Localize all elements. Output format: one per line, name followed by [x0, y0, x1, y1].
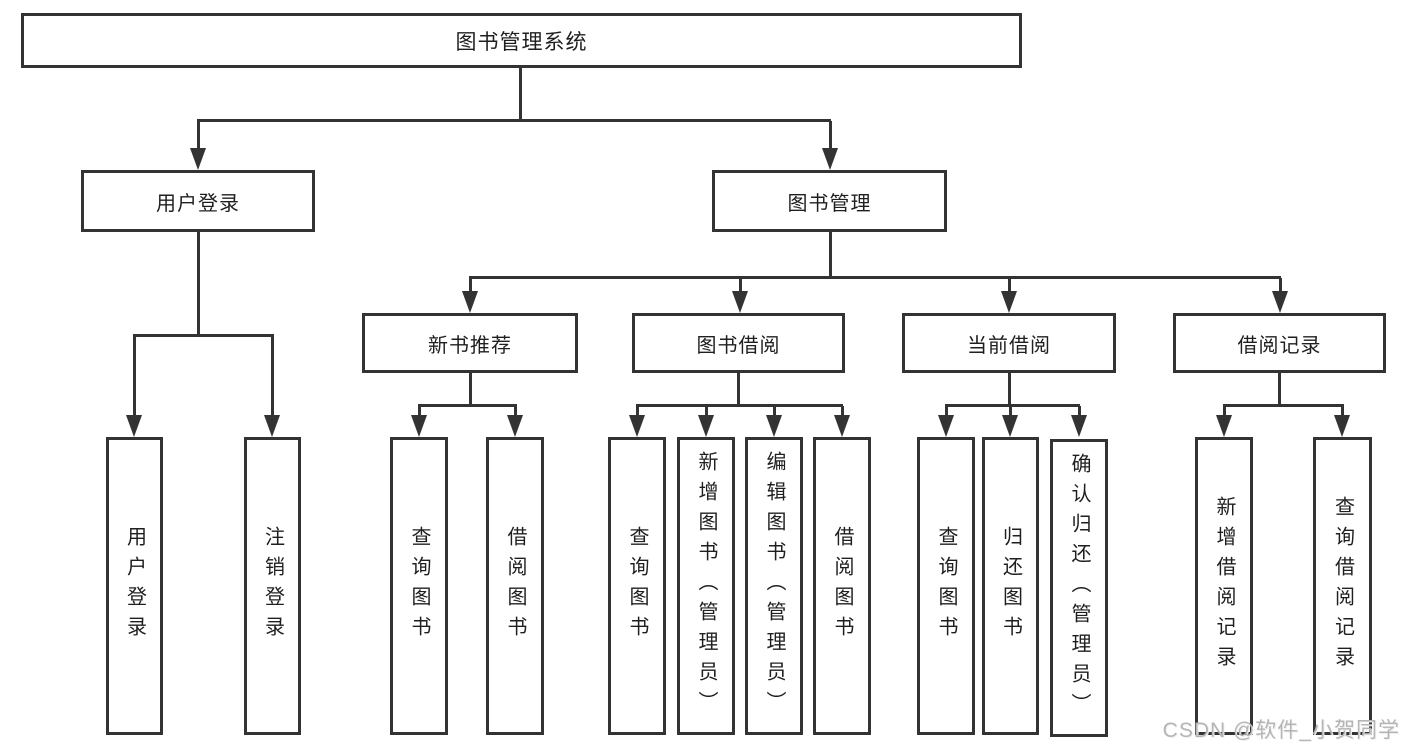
arrowhead-current-borrow-icon [1001, 291, 1017, 313]
arrowhead-borrow-records-icon [1272, 291, 1288, 313]
connector-drop [1009, 406, 1012, 417]
leaf-edit-books-admin: 编辑图书（管理员） [745, 437, 803, 735]
arrowhead-new-book-icon [462, 291, 478, 313]
node-library-system: 图书管理系统 [21, 13, 1022, 68]
connector-drop [945, 406, 948, 417]
leaf-label: 查询借阅记录 [1331, 496, 1354, 676]
leaf-label: 新增图书（管理员） [695, 451, 717, 721]
arrowhead-leaf-logout-icon [264, 415, 280, 437]
connector-root-stem [519, 68, 522, 121]
arrowhead-icon [629, 415, 645, 437]
arrowhead-icon [1071, 415, 1087, 437]
leaf-return-books: 归还图书 [982, 437, 1039, 735]
connector-book-borrow-stem [737, 373, 740, 406]
connector-borrow-records-rail [1223, 404, 1344, 407]
leaf-user-login: 用户登录 [106, 437, 163, 735]
leaf-label: 编辑图书（管理员） [763, 451, 785, 721]
connector-root-rail [197, 119, 831, 122]
node-current-borrow: 当前借阅 [902, 313, 1116, 373]
connector-user-login-stem [197, 232, 200, 336]
connector-book-management-rail [469, 276, 1281, 279]
connector-drop-new-book [469, 278, 472, 292]
connector-drop [1078, 406, 1081, 417]
connector-book-borrow-rail [636, 404, 843, 407]
leaf-label: 借阅图书 [504, 526, 526, 646]
arrowhead-icon [698, 415, 714, 437]
leaf-borrow-books: 借阅图书 [813, 437, 871, 735]
leaf-query-borrow-record: 查询借阅记录 [1313, 437, 1372, 735]
connector-drop-current-borrow [1008, 278, 1011, 292]
leaf-label: 用户登录 [123, 526, 146, 646]
leaf-label: 查询图书 [408, 526, 430, 646]
arrowhead-leaf-login-icon [126, 415, 142, 437]
connector-drop [636, 406, 639, 417]
node-book-borrow: 图书借阅 [632, 313, 845, 373]
leaf-label: 注销登录 [261, 526, 284, 646]
leaf-query-books: 查询图书 [917, 437, 975, 735]
arrowhead-book-management-icon [822, 148, 838, 170]
node-book-management: 图书管理 [712, 170, 947, 232]
connector-drop [841, 406, 844, 417]
connector-drop-book-management [829, 121, 832, 151]
arrowhead-icon [766, 415, 782, 437]
connector-drop-book-borrow [739, 278, 742, 292]
connector-drop [773, 406, 776, 417]
connector-drop [705, 406, 708, 417]
leaf-logout: 注销登录 [244, 437, 301, 735]
connector-drop-borrow-records [1279, 278, 1282, 292]
leaf-confirm-return-admin: 确认归还（管理员） [1050, 439, 1108, 737]
connector-new-book-rail [418, 404, 517, 407]
leaf-label: 确认归还（管理员） [1068, 453, 1090, 723]
leaf-label: 新增借阅记录 [1213, 496, 1235, 676]
connector-drop [1341, 406, 1344, 417]
connector-drop [418, 406, 421, 417]
leaf-label: 查询图书 [626, 526, 648, 646]
leaf-borrow-books: 借阅图书 [486, 437, 544, 735]
leaf-add-borrow-record: 新增借阅记录 [1195, 437, 1253, 735]
node-user-login: 用户登录 [81, 170, 315, 232]
connector-drop-leaf-logout [271, 336, 274, 417]
node-new-book-recommend: 新书推荐 [362, 313, 578, 373]
connector-drop-user-login [197, 121, 200, 151]
arrowhead-icon [507, 415, 523, 437]
connector-user-login-rail [133, 334, 274, 337]
connector-borrow-records-stem [1278, 373, 1281, 406]
connector-drop-leaf-login [133, 336, 136, 417]
leaf-query-books: 查询图书 [390, 437, 448, 735]
connector-book-management-stem [829, 232, 832, 278]
arrowhead-icon [938, 415, 954, 437]
connector-new-book-stem [469, 373, 472, 406]
leaf-label: 查询图书 [935, 526, 957, 646]
leaf-label: 借阅图书 [831, 526, 853, 646]
connector-current-borrow-stem [1008, 373, 1011, 406]
arrowhead-icon [411, 415, 427, 437]
leaf-add-books-admin: 新增图书（管理员） [677, 437, 735, 735]
arrowhead-icon [1002, 415, 1018, 437]
connector-drop [1223, 406, 1226, 417]
leaf-query-books: 查询图书 [608, 437, 666, 735]
connector-drop [514, 406, 517, 417]
connector-current-borrow-rail [945, 404, 1080, 407]
arrowhead-icon [1216, 415, 1232, 437]
leaf-label: 归还图书 [999, 526, 1022, 646]
csdn-watermark: CSDN @软件_小贺同学 [1162, 719, 1400, 742]
arrowhead-icon [834, 415, 850, 437]
node-borrow-records: 借阅记录 [1173, 313, 1386, 373]
arrowhead-user-login-icon [190, 148, 206, 170]
arrowhead-book-borrow-icon [732, 291, 748, 313]
arrowhead-icon [1334, 415, 1350, 437]
